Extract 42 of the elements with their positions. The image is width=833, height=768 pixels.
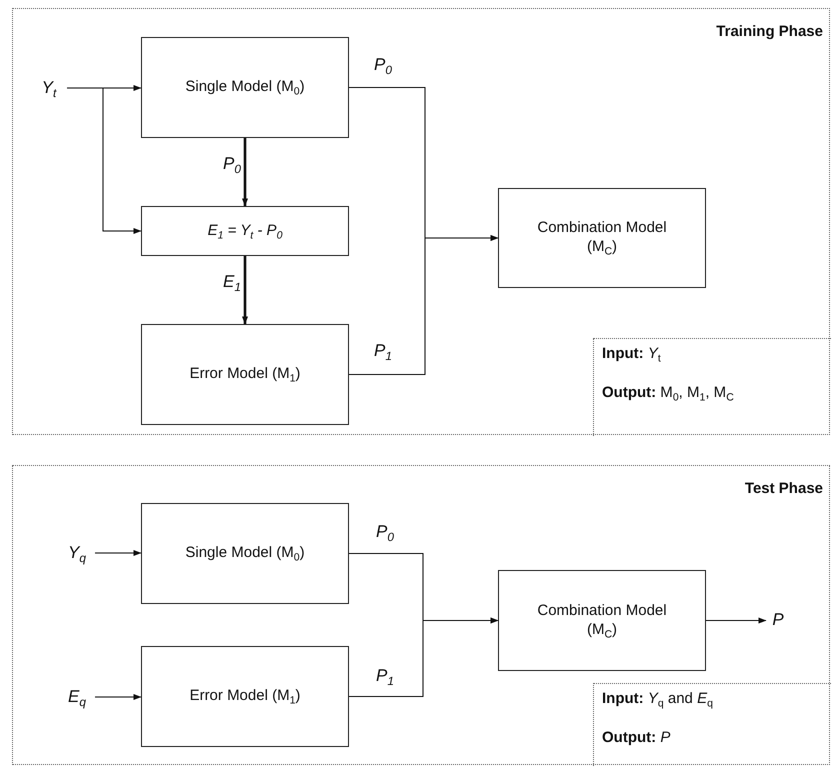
info-text: Output: M$_{0}$, M$_{1}$, M$_{C}$ [602,384,735,401]
variable-text: P [772,610,784,630]
process-box [498,188,706,288]
arrow [706,618,766,624]
phase-title: Training Phase [716,23,823,40]
phase-title: Test Phase [744,480,823,497]
box-text: Single Model (M$_{0}$) [185,78,305,97]
box-text: Error Model (M$_{1}$) [190,687,300,706]
edge-label: P$_{0}$ [375,523,395,542]
box-text: Combination Model (M$_{C}$) [536,219,668,257]
edge-label: P$_{0}$ [222,155,242,174]
process-box [498,570,706,671]
info-box [593,338,831,436]
box-text: Combination Model (M$_{C}$) [536,602,668,640]
info-text: Input: Y$_{q}$ and E$_{q}$ [602,690,714,707]
edge-label: P$_{1}$ [375,667,395,686]
box-text: Single Model (M$_{0}$) [185,544,305,563]
process-box [141,646,349,747]
arrow [348,618,498,697]
process-box [141,37,349,138]
info-text: Output: P [602,729,672,746]
variable-text: E$_{q}$ [68,687,86,707]
arrow [242,256,248,324]
arrow [242,138,248,206]
arrow [66,88,142,234]
process-box [141,206,349,256]
formula-text: E$_{1}$ = Y$_{t}$ - P$_{0}$ [208,222,282,240]
box-text: Error Model (M$_{1}$) [190,365,300,384]
phase-panel [12,465,830,765]
info-text: Input: Y$_{t}$ [602,345,662,362]
info-box [593,683,831,766]
edge-label: E$_{1}$ [222,273,242,292]
arrow [94,694,142,700]
variable-text: Y$_{q}$ [68,543,86,563]
edge-label: P$_{1}$ [373,342,393,361]
process-box [141,324,349,425]
variable-text: Y$_{t}$ [42,78,56,98]
arrow [348,235,498,375]
phase-panel [12,8,830,435]
edge-label: P$_{0}$ [373,56,393,75]
arrow [94,550,142,556]
process-box [141,503,349,604]
